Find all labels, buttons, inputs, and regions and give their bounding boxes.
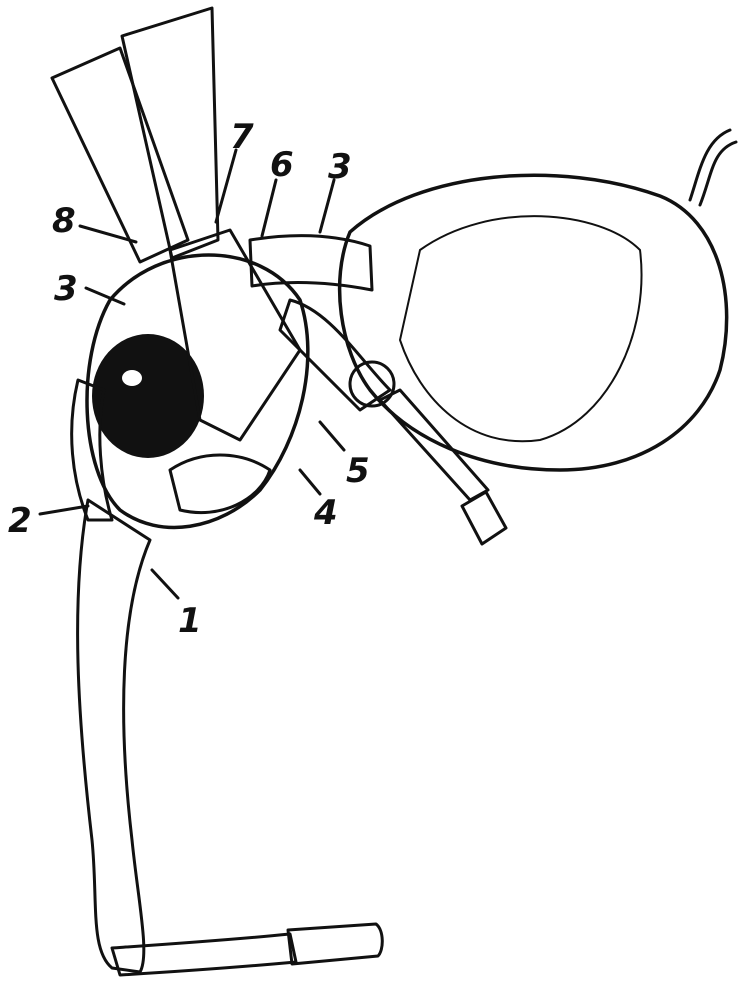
nerve-stalk bbox=[78, 500, 383, 975]
callout-3-left: 3 bbox=[54, 269, 78, 309]
callout-3-top: 3 bbox=[328, 147, 352, 187]
callout-4: 4 bbox=[313, 493, 338, 533]
callout-2: 2 bbox=[8, 501, 32, 541]
callout-7: 7 bbox=[230, 117, 254, 157]
callout-8: 8 bbox=[52, 201, 76, 241]
lower-tendon bbox=[350, 362, 506, 544]
upper-straps bbox=[52, 8, 218, 262]
callout-5: 5 bbox=[346, 451, 370, 491]
callout-1: 1 bbox=[178, 601, 202, 641]
callout-6: 6 bbox=[270, 145, 294, 185]
globe-region bbox=[87, 255, 308, 527]
connecting-band bbox=[250, 236, 390, 410]
